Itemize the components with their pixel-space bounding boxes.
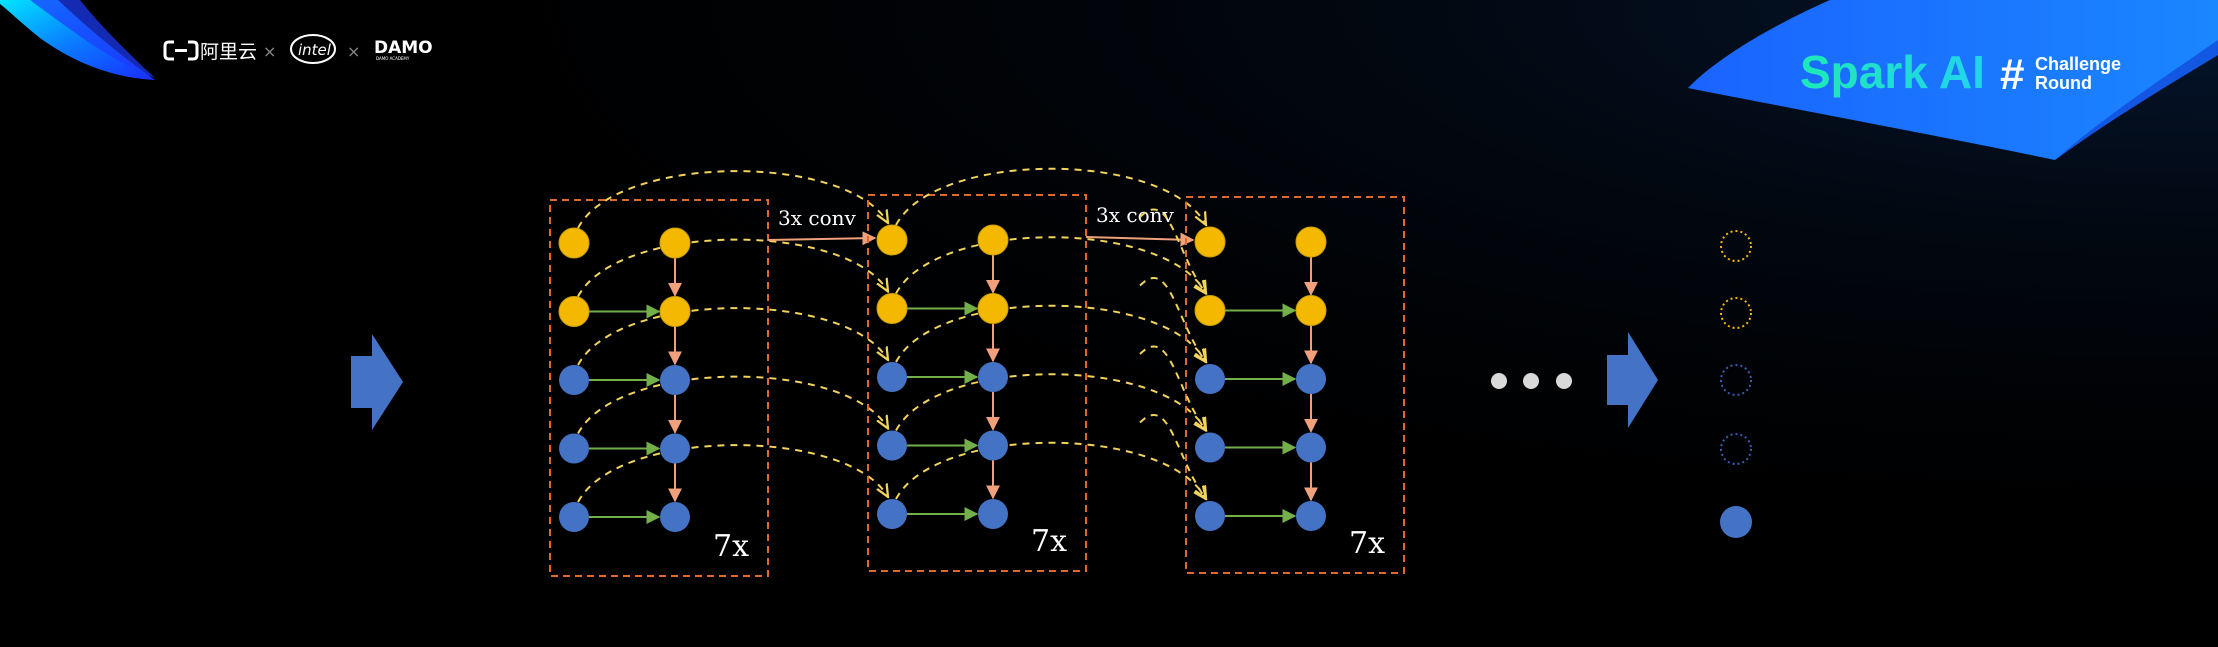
top-left-swoosh-glow (30, 0, 155, 78)
output-node-yellow-1 (1720, 230, 1752, 262)
brand-block: Spark AI # Challenge Round (1800, 46, 2121, 99)
damo-tagline: DAMO ACADEMY (376, 56, 410, 61)
conv-label: 3x conv (778, 206, 856, 230)
node-col2 (1295, 226, 1327, 258)
brand-line1: Challenge (2035, 54, 2121, 74)
node-col1 (558, 227, 590, 259)
logo-separator-2: × (347, 42, 360, 61)
damo-text: DAMO (374, 38, 433, 58)
layer-block-1 (549, 199, 769, 577)
conv-label: 3x conv (1096, 203, 1174, 227)
brand-title: Spark AI (1800, 46, 1985, 98)
dense-connection-arc (1139, 208, 1206, 293)
dense-connection-arc (1139, 277, 1206, 362)
node-col1 (1195, 432, 1225, 463)
node-col2 (659, 296, 691, 327)
node-col2 (660, 502, 690, 532)
input-arrow-icon (351, 334, 403, 430)
node-col1 (1194, 226, 1226, 258)
node-col1 (558, 296, 590, 327)
output-node-yellow-2 (1720, 297, 1752, 329)
node-col2 (660, 433, 690, 464)
node-col2 (978, 362, 1008, 392)
dense-connection-arc (1139, 414, 1206, 499)
top-right-banner (1688, 0, 2218, 160)
node-col2 (1295, 295, 1327, 326)
dense-connection-arc (895, 167, 1206, 225)
aliyun-text: 阿里云 (200, 41, 257, 63)
repeat-label: 7x (713, 529, 749, 564)
intel-text: intel (298, 41, 332, 59)
dense-connection-arc (895, 236, 1206, 293)
logo-separator-1: × (263, 42, 276, 61)
node-col2 (977, 293, 1009, 324)
aliyun-logo: 阿里云 (163, 40, 257, 63)
top-right-banner-edge (2055, 40, 2218, 160)
repeat-label: 7x (1031, 524, 1067, 559)
node-col1 (1195, 364, 1225, 394)
dense-connection-arc (577, 307, 888, 366)
brand-line2: Round (2035, 73, 2092, 93)
node-col1 (559, 365, 589, 395)
dense-connection-arc (895, 304, 1206, 362)
node-col2 (978, 430, 1008, 461)
output-column (1720, 230, 1752, 538)
node-col1 (877, 499, 907, 529)
damo-logo: DAMO DAMO ACADEMY (374, 38, 433, 61)
node-col1 (559, 502, 589, 532)
dense-connection-arc (577, 170, 888, 229)
node-col2 (978, 499, 1008, 529)
node-col2 (659, 227, 691, 259)
top-left-swoosh (0, 0, 155, 80)
intel-logo: intel (290, 34, 336, 64)
dense-connection-arc (577, 375, 888, 434)
node-col2 (1296, 501, 1326, 531)
output-node-blue-filled (1720, 506, 1752, 538)
node-col2 (1296, 364, 1326, 394)
output-node-blue-2 (1720, 433, 1752, 465)
dense-connection-arc (895, 373, 1206, 430)
node-col1 (1194, 295, 1226, 326)
layer-block-3 (1185, 196, 1405, 574)
logo-row: 阿里云 × intel × DAMO DAMO ACADEMY (163, 34, 433, 64)
repeat-label: 7x (1349, 526, 1385, 561)
conv-arrow (1085, 232, 1195, 247)
dense-connection-arc (577, 238, 888, 297)
layer-block-2 (867, 194, 1087, 572)
node-col1 (1195, 501, 1225, 531)
layer-diagram: 3x conv 7x 3x conv 7x 7x (549, 167, 1405, 577)
output-node-blue-1 (1720, 364, 1752, 396)
node-col2 (977, 224, 1009, 256)
brand-hash: # (2000, 50, 2024, 99)
node-col2 (1296, 432, 1326, 463)
ellipsis-icon (1491, 373, 1572, 389)
dense-connection-arc (895, 441, 1206, 499)
node-col1 (559, 433, 589, 464)
dense-connection-arc (577, 444, 888, 503)
conv-arrow (767, 231, 877, 246)
node-col1 (877, 430, 907, 461)
node-col2 (660, 365, 690, 395)
node-col1 (876, 293, 908, 324)
node-col1 (876, 224, 908, 256)
output-arrow-icon (1607, 332, 1658, 428)
node-col1 (877, 362, 907, 392)
dense-connection-arc (1139, 345, 1206, 430)
